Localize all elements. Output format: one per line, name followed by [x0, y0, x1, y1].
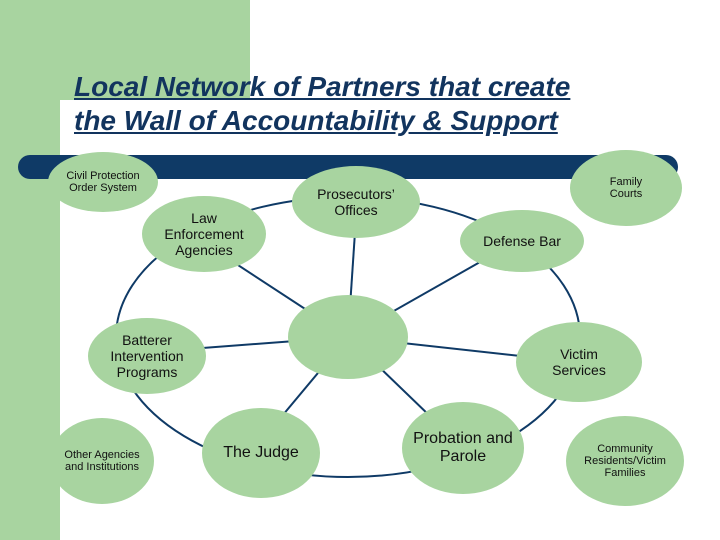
node-prosecutors: Prosecutors’ Offices	[292, 166, 420, 238]
title-line-1: Local Network of Partners that create	[74, 71, 571, 102]
node-law-enforcement: Law Enforcement Agencies	[142, 196, 266, 272]
node-probation: Probation and Parole	[402, 402, 524, 494]
node-other-agencies: Other Agencies and Institutions	[50, 418, 154, 504]
node-victim-services: Victim Services	[516, 322, 642, 402]
background-block-top	[0, 0, 250, 100]
title-line-2: the Wall of Accountability & Support	[74, 105, 558, 136]
node-defense-bar: Defense Bar	[460, 210, 584, 272]
node-the-judge: The Judge	[202, 408, 320, 498]
node-batterer-intervention: Batterer Intervention Programs	[88, 318, 206, 394]
node-center	[288, 295, 408, 379]
slide-title: Local Network of Partners that create th…	[74, 70, 674, 138]
node-civil-protection: Civil Protection Order System	[48, 152, 158, 212]
node-family-courts: Family Courts	[570, 150, 682, 226]
node-community: Community Residents/Victim Families	[566, 416, 684, 506]
